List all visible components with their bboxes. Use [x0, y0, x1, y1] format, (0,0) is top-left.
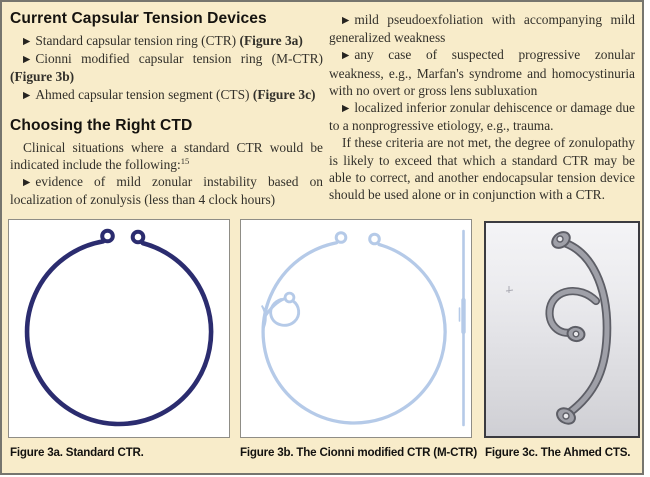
bullet-icon: ▶ — [23, 89, 31, 101]
figure-reference-3c: (Figure 3c) — [252, 86, 316, 102]
ctr-ring-arc — [24, 239, 214, 427]
ctr-right-eyelet — [130, 229, 146, 245]
section-heading-choosing-ctd: Choosing the Right CTD — [10, 116, 193, 134]
figure-3a-standard-ctr-image — [8, 219, 230, 438]
criteria-text: evidence of mild zonular instability bas… — [10, 174, 323, 208]
criteria-item-progressive-weakness: ▶any case of suspected progressive zonul… — [329, 46, 635, 99]
device-item-text: Cionni modified capsular tension ring (M… — [35, 51, 323, 67]
cts-mid-eyelet-hole — [572, 330, 580, 338]
intro-text: Clinical situations where a standard CTR… — [10, 139, 323, 173]
figure-3b-caption: Figure 3b. The Cionni modified CTR (M-CT… — [240, 446, 477, 459]
device-list-item-cts: ▶ Ahmed capsular tension segment (CTS) (F… — [10, 86, 323, 104]
bullet-icon: ▶ — [23, 177, 31, 189]
bullet-icon: ▶ — [23, 36, 31, 47]
criteria-text: mild pseudoexfoliation with accompanying… — [329, 12, 635, 46]
mctr-hook-junction — [261, 305, 267, 331]
ahmed-cts-render — [505, 231, 612, 425]
render-artifact-mark — [505, 286, 514, 293]
mctr-ring-arc — [261, 241, 447, 425]
figure-reference-3b: (Figure 3b) — [10, 69, 75, 85]
section-heading-current-devices: Current Capsular Tension Devices — [10, 10, 267, 27]
criteria-item-zonular-instability: ▶evidence of mild zonular instability ba… — [10, 173, 323, 208]
cts-top-eyelet-hole — [556, 235, 564, 243]
criteria-text: localized inferior zonular dehiscence or… — [329, 100, 635, 134]
figure-3a-caption: Figure 3a. Standard CTR. — [10, 446, 144, 459]
ctr-left-eyelet — [100, 228, 115, 244]
bullet-icon: ▶ — [23, 54, 31, 66]
right-column: ▶mild pseudoexfoliation with accompanyin… — [329, 2, 635, 203]
cts-bottom-eyelet-hole — [562, 412, 570, 420]
bullet-icon: ▶ — [342, 15, 350, 26]
figure-3c-caption: Figure 3c. The Ahmed CTS. — [485, 446, 631, 459]
mctr-hook-loop — [269, 298, 301, 327]
left-column: Current Capsular Tension Devices ▶ Standa… — [10, 2, 323, 209]
mctr-hook-eyelet — [283, 291, 296, 304]
bullet-icon: ▶ — [342, 50, 350, 62]
cts-main-arc — [562, 240, 610, 416]
figure-3b-cionni-mctr-image — [240, 219, 472, 438]
figure-reference-3a: (Figure 3a) — [239, 33, 303, 48]
criteria-item-pseudoexfoliation: ▶mild pseudoexfoliation with accompanyin… — [329, 11, 635, 46]
device-item-text: Ahmed capsular tension segment (CTS) — [35, 86, 253, 102]
cionni-mctr-drawing — [261, 229, 466, 427]
criteria-text: any case of suspected progressive zonula… — [329, 47, 635, 98]
bullet-icon: ▶ — [342, 103, 350, 115]
mctr-right-eyelet — [368, 232, 381, 246]
mctr-left-eyelet — [334, 231, 348, 244]
closing-paragraph: If these criteria are not met, the degre… — [329, 135, 635, 203]
cts-hook — [547, 288, 599, 336]
figure-3c-ahmed-cts-image — [484, 221, 640, 438]
criteria-item-inferior-dehiscence: ▶localized inferior zonular dehiscence o… — [329, 99, 635, 134]
device-list-item-mctr: ▶ Cionni modified capsular tension ring (… — [10, 50, 323, 85]
device-list-item-ctr: ▶ Standard capsular tension ring (CTR) (F… — [10, 32, 323, 50]
standard-ctr-drawing — [24, 228, 214, 427]
reference-superscript: 15 — [180, 156, 190, 167]
device-item-text: Standard capsular tension ring (CTR) — [35, 33, 240, 48]
intro-paragraph: Clinical situations where a standard CTR… — [10, 139, 323, 173]
